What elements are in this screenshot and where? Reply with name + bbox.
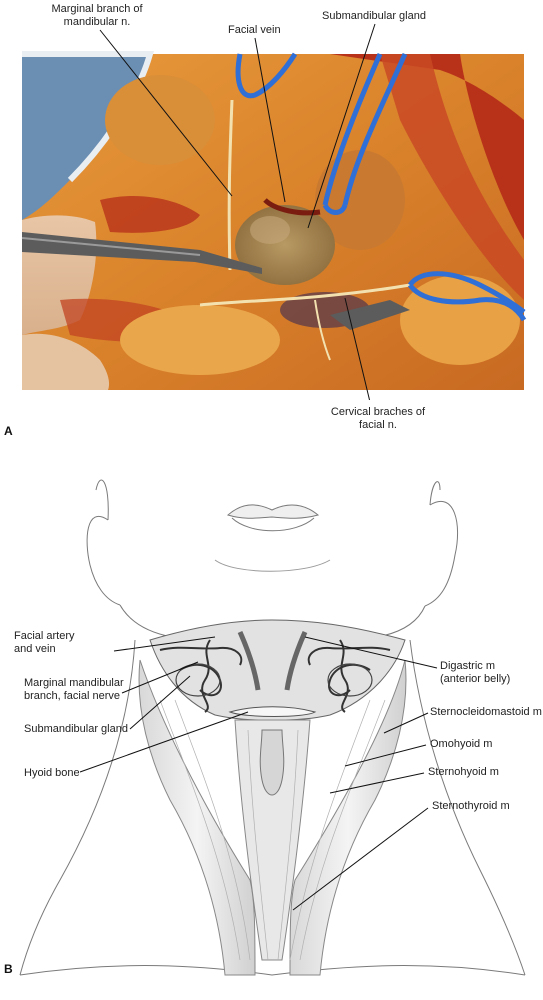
marginal-branch-nerve [227, 99, 234, 271]
label-marginal-branch-line2: mandibular n. [63, 16, 131, 28]
panel-letter-a: A [4, 424, 13, 438]
label-facial-artery-vein-line2: and vein [14, 643, 56, 655]
marginal-mandibular-nerve-right [307, 646, 391, 666]
lips [227, 504, 320, 519]
vessel-loop-3 [407, 271, 527, 322]
leader-cervical-branches [344, 297, 371, 400]
leader-scm [383, 712, 429, 734]
label-sternohyoid: Sternohyoid m [428, 766, 499, 778]
label-sternocleidomastoid: Sternocleidomastoid m [430, 706, 542, 718]
leader-sternohyoid [329, 772, 425, 794]
larynx [259, 729, 285, 796]
submandibular-gland-left [175, 663, 221, 697]
label-sternothyroid: Sternothyroid m [432, 800, 510, 812]
facial-artery-vein-left [201, 639, 211, 713]
label-marginal-mandibular-line1: Marginal mandibular [24, 677, 124, 689]
surgical-photo [21, 23, 527, 400]
vessel-loop-2 [322, 52, 408, 206]
leader-hyoid-bone [79, 711, 249, 773]
label-facial-vein: Facial vein [228, 24, 281, 36]
hemostat-instrument [22, 232, 262, 274]
neck-right-side [409, 639, 526, 976]
label-marginal-branch-line1: Marginal branch of [51, 3, 143, 15]
skin-bottom-left [22, 333, 110, 390]
strap-muscles [234, 719, 311, 961]
digastric-left [237, 630, 261, 691]
label-marginal-branch: Marginal branch of mandibular n. [37, 3, 157, 29]
leader-marginal-branch [99, 29, 233, 197]
vessel-loop-1 [235, 52, 298, 99]
panel-letter-b: B [4, 962, 13, 976]
digastric-right [284, 630, 308, 691]
leader-sternothyroid [292, 807, 429, 911]
left-ear [86, 516, 121, 606]
label-digastric-line1: Digastric m [440, 660, 496, 672]
chin [214, 559, 331, 572]
label-marginal-mandibular: Marginal mandibular branch, facial nerve [24, 677, 124, 703]
facial-vein-photo [263, 198, 321, 216]
cervical-branch-nerve [199, 283, 411, 307]
label-cervical-branches: Cervical braches of facial n. [318, 406, 438, 432]
label-digastric-line2: (anterior belly) [440, 673, 511, 685]
marginal-mandibular-nerve-left [159, 646, 243, 666]
right-ear [424, 501, 458, 607]
leader-digastric [304, 636, 438, 669]
facial-artery-vein-right [339, 639, 349, 713]
muscle-right [330, 54, 524, 240]
label-digastric: Digastric m (anterior belly) [440, 660, 510, 686]
label-hyoid-bone: Hyoid bone [24, 767, 80, 779]
label-cervical-branches-line1: Cervical braches of [330, 406, 426, 418]
retractor [330, 300, 410, 330]
label-marginal-mandibular-line2: branch, facial nerve [24, 690, 120, 702]
leader-omohyoid [344, 744, 427, 767]
leader-submandibular-gland [307, 23, 376, 229]
label-cervical-branches-line2: facial n. [359, 419, 397, 431]
label-submandibular-gland-a: Submandibular gland [322, 10, 426, 22]
leader-submandibular-gland-b [129, 675, 191, 730]
submandibular-gland-right [327, 663, 373, 697]
hyoid-bone [228, 706, 317, 717]
label-omohyoid: Omohyoid m [430, 738, 493, 750]
leader-facial-vein [254, 37, 286, 203]
label-facial-artery-vein-line1: Facial artery [14, 630, 75, 642]
label-facial-artery-vein: Facial artery and vein [14, 630, 112, 656]
neck-left-side [19, 639, 136, 976]
label-submandibular-gland-b: Submandibular gland [24, 723, 128, 735]
scm-left [138, 659, 256, 976]
leader-marginal-mandibular [121, 661, 199, 694]
leader-facial-artery-vein [113, 636, 216, 652]
